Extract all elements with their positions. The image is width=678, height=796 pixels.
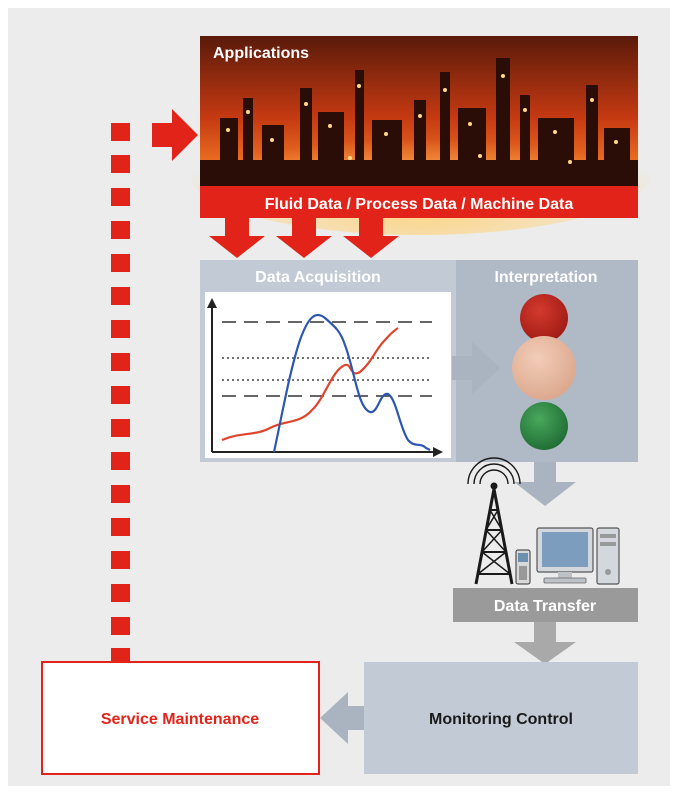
feedback-dashed-line [111, 123, 130, 662]
data-transfer-label: Data Transfer [494, 598, 596, 615]
data-transfer-band [453, 588, 638, 622]
service-maintenance-label: Service Maintenance [101, 711, 259, 728]
interpretation-title: Interpretation [494, 269, 597, 286]
arrow-down-to-transfer-icon [514, 462, 576, 506]
data-band [200, 186, 638, 218]
monitoring-control-label: Monitoring Control [429, 711, 573, 728]
arrow-into-applications-icon [152, 109, 198, 161]
arrow-to-service-icon [320, 692, 364, 744]
acquisition-chart [207, 298, 443, 457]
data-acquisition-title: Data Acquisition [255, 269, 381, 286]
acquisition-chart-area [205, 292, 451, 458]
applications-title: Applications [213, 45, 309, 62]
arrow-down-to-monitoring-icon [514, 622, 576, 664]
service-maintenance-box [41, 661, 320, 775]
monitoring-control-box [364, 662, 638, 774]
desktop-computer-icon [536, 527, 620, 585]
radio-tower-icon [467, 457, 521, 585]
down-arrow-icons [209, 218, 399, 258]
refinery-photo [190, 36, 650, 235]
traffic-light-icon [512, 294, 576, 450]
data-band-label: Fluid Data / Process Data / Machine Data [265, 196, 574, 213]
mobile-phone-icon [515, 549, 531, 585]
arrow-to-interpretation-icon [452, 342, 500, 394]
